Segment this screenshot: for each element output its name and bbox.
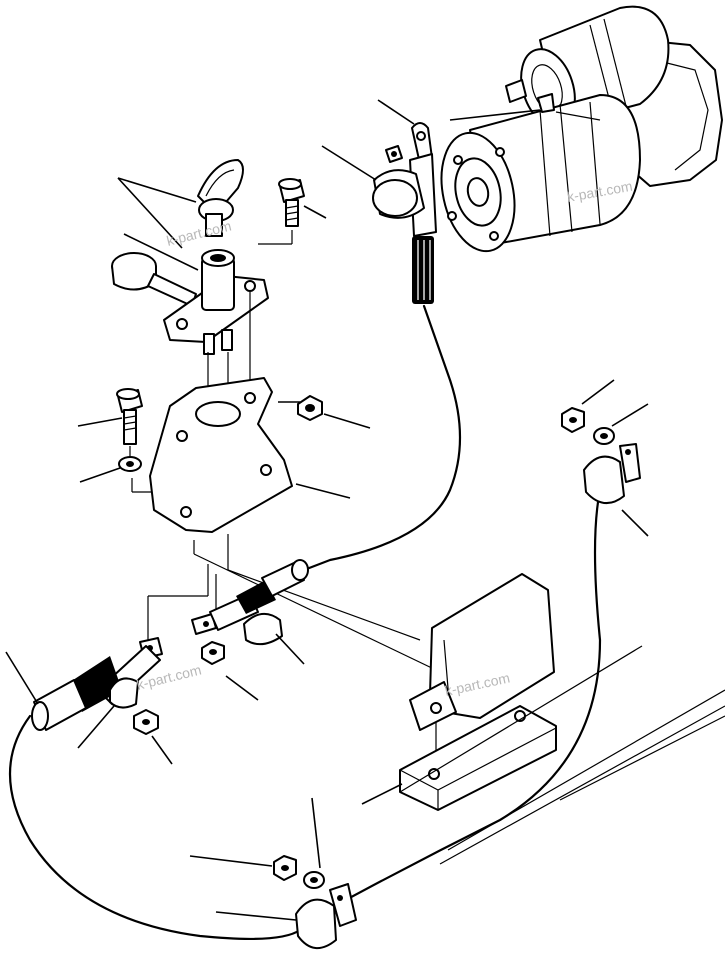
leader-line [215,911,297,921]
leader-line [323,413,371,429]
leader-line [621,509,649,537]
leader-line [117,177,183,249]
leader-line [77,705,115,749]
leader-line [123,233,199,271]
frame-lines [399,645,725,865]
leader-line [225,675,259,701]
bolt-upper [278,178,305,227]
mounting-block [399,573,557,811]
nut-plate [297,395,323,421]
leader-line [295,483,351,499]
nut-left [133,709,159,735]
cable-terminal-switch [191,559,309,646]
leader-line [303,205,327,219]
leader-line [377,99,415,125]
battery-disconnect-switch [111,159,269,355]
leader-line [189,855,273,867]
leader-line [77,417,123,427]
leader-line [311,797,321,869]
leader-line [611,403,649,427]
leader-line [151,735,173,765]
leader-line [275,633,305,665]
bolt-lower [116,388,143,472]
clip-bottom [273,855,357,949]
leader-line [321,145,377,181]
cable-terminal-starter [372,122,437,304]
watermark: k-part.com [165,217,233,249]
starter-motor [440,5,723,253]
cable-terminal-left [31,637,163,731]
leader-line [449,109,541,121]
leader-line [581,379,615,405]
ground-cable [340,488,602,904]
leader-line [5,651,39,705]
ground-cable [8,714,302,941]
battery-cable [302,304,462,572]
leader-line [117,177,197,203]
leader-line [79,467,121,483]
mounting-bracket [149,377,293,533]
nut-middle [201,641,225,665]
leader-line [361,783,403,805]
clip-right [561,407,641,504]
